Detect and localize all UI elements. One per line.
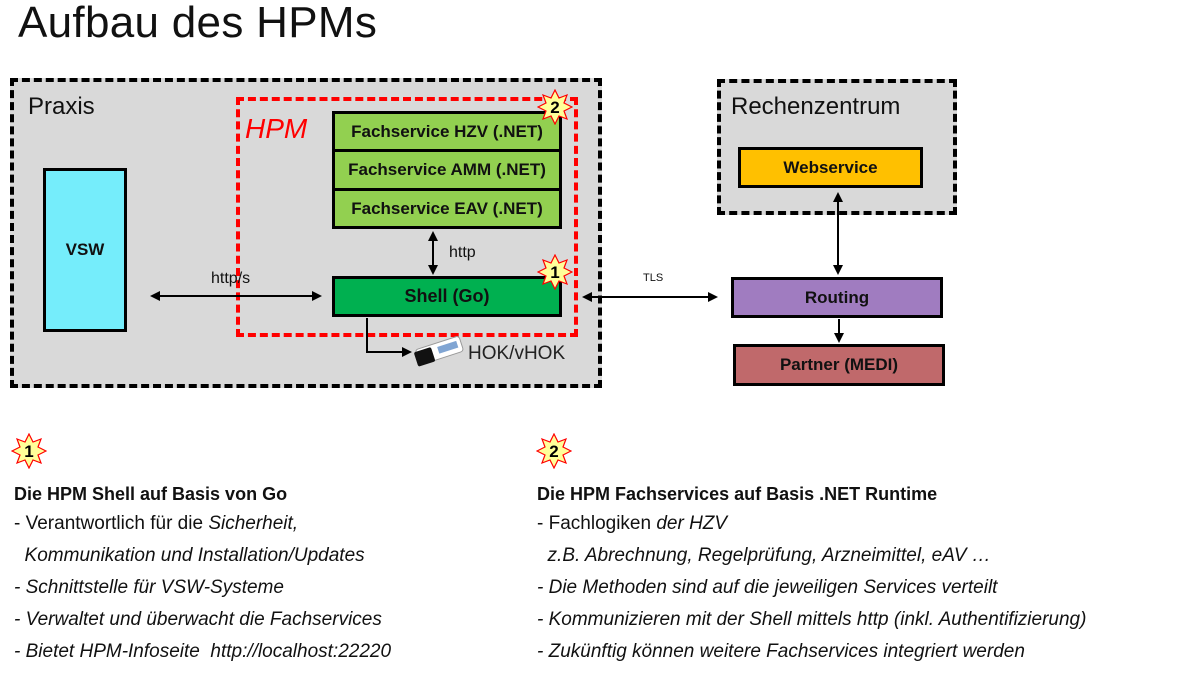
edge-label-http: http <box>449 244 476 261</box>
shell-box: Shell (Go) <box>332 276 562 317</box>
partner-label: Partner (MEDI) <box>779 355 899 374</box>
note-fachservices-line-1: - Fachlogiken der HZV <box>537 513 727 535</box>
routing-label: Routing <box>804 287 870 307</box>
note-shell-line-1: - Verantwortlich für die Sicherheit, <box>14 513 298 535</box>
note-fachservices-line-1-text: - Fachlogiken <box>537 513 657 534</box>
note-fachservices-line-1-italic: der HZV <box>656 513 728 534</box>
hpm-label: HPM <box>245 113 308 144</box>
note-fachservices-line-4: - Kommunizieren mit der Shell mittels ht… <box>537 609 1087 630</box>
vsw-box: VSW <box>43 168 127 332</box>
shell-label: Shell (Go) <box>404 286 490 306</box>
fachservice-amm-label: Fachservice AMM (.NET) <box>348 160 546 179</box>
edge-label-https: http/s <box>211 270 251 287</box>
rechenzentrum-label: Rechenzentrum <box>731 93 901 120</box>
note-fachservices-line-5: - Zukünftig können weitere Fachservices … <box>537 641 1025 662</box>
webservice-box: Webservice <box>738 147 923 188</box>
partner-box: Partner (MEDI) <box>733 344 945 386</box>
fachservice-eav-box: Fachservice EAV (.NET) <box>332 188 562 229</box>
note-shell-star-number: 1 <box>24 442 33 461</box>
hok-label: HOK/vHOK <box>468 343 566 364</box>
star-marker-1: 1 <box>537 254 573 290</box>
star-marker-2: 2 <box>537 89 573 125</box>
routing-box: Routing <box>731 277 943 318</box>
note-shell-line-3: - Schnittstelle für VSW-Systeme <box>14 577 284 598</box>
star-marker-2-number: 2 <box>550 98 559 117</box>
note-shell-line-1-italic: Sicherheit, <box>208 513 299 534</box>
webservice-label: Webservice <box>783 157 878 177</box>
fachservice-eav-label: Fachservice EAV (.NET) <box>351 198 543 218</box>
arrow-shell-hok <box>366 318 412 357</box>
page-title: Aufbau des HPMs <box>18 0 378 47</box>
note-shell-line-2: Kommunikation und Installation/Updates <box>14 545 365 566</box>
note-shell-line-1-text: - Verantwortlich für die <box>14 513 209 534</box>
note-shell-line-5: - Bietet HPM-Infoseite http://localhost:… <box>14 641 392 662</box>
usb-stick-icon <box>414 336 464 367</box>
note-fachservices-star-number: 2 <box>549 442 558 461</box>
note-shell-title: Die HPM Shell auf Basis von Go <box>14 484 288 504</box>
note-shell-line-4: - Verwaltet und überwacht die Fachservic… <box>14 609 382 630</box>
praxis-label: Praxis <box>28 93 95 120</box>
note-fachservices-star-icon: 2 <box>536 433 572 469</box>
note-fachservices-title: Die HPM Fachservices auf Basis .NET Runt… <box>537 484 938 504</box>
note-shell-star-icon: 1 <box>11 433 47 469</box>
star-marker-1-number: 1 <box>550 263 559 282</box>
edge-label-tls: TLS <box>643 272 664 284</box>
vsw-label: VSW <box>65 240 105 259</box>
fachservice-hzv-label: Fachservice HZV (.NET) <box>351 121 543 141</box>
hpm-zone <box>236 97 578 337</box>
note-fachservices-line-3: - Die Methoden sind auf die jeweiligen S… <box>537 577 998 598</box>
note-fachservices-line-2: z.B. Abrechnung, Regelprüfung, Arzneimit… <box>537 545 991 566</box>
